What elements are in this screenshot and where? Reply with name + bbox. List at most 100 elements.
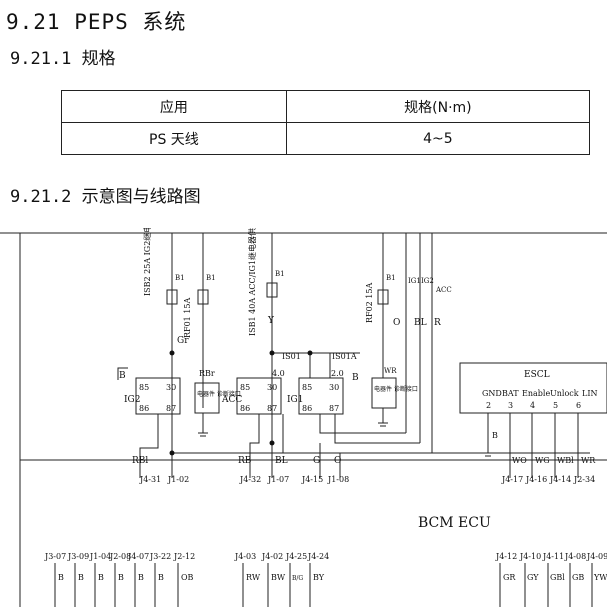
diag-block-left: 电器件 诊断接口: [197, 390, 241, 398]
connector-label: J3-22: [149, 552, 171, 561]
diag-block-mid: 电器件 诊断接口: [374, 385, 418, 393]
wire-rbl: RBl: [132, 456, 148, 466]
voltage-4: 4.0: [272, 369, 285, 378]
relay-pin: 30: [166, 383, 176, 392]
connector-label: J4-16: [525, 475, 547, 484]
relay-pin: 86: [302, 404, 312, 413]
header-application: 应用: [61, 90, 287, 123]
bottom-wire: RW: [246, 573, 261, 582]
wire-ig1: IG1: [408, 277, 421, 285]
table-row: PS 天线 4~5: [61, 122, 591, 155]
connector-label: J4-07: [127, 552, 149, 561]
relay-pin: 30: [267, 383, 277, 392]
wire-bl2: BL: [275, 456, 288, 466]
bottom-wire: B/G: [292, 575, 303, 582]
escl-pin-num: 4: [530, 401, 535, 410]
connector-label: J4-09: [586, 552, 607, 561]
relay-pin: 85: [240, 383, 250, 392]
b1-label-1: B1: [175, 274, 185, 282]
connector-label: J3-09: [67, 552, 89, 561]
is01a-label: IS01A: [332, 352, 357, 361]
fuse-rf02-label: RF02 15A: [365, 283, 374, 323]
wire-b-left: B: [119, 371, 126, 381]
relay-ig1-label: IG1: [287, 395, 303, 405]
cell-application: PS 天线: [61, 122, 287, 155]
wire-bl: BL: [414, 318, 427, 328]
bottom-wire: GB: [572, 573, 584, 582]
spec-table: 应用 规格(N·m) PS 天线 4~5: [61, 90, 591, 155]
connector-label: J4-25: [285, 552, 307, 561]
connector-label: J4-24: [307, 552, 329, 561]
bcm-ecu-label: BCM ECU: [418, 515, 491, 531]
relay-pin: 87: [267, 404, 277, 413]
escl-pin-num: 6: [576, 401, 581, 410]
relay-pin: 87: [329, 404, 339, 413]
bottom-wire: B: [138, 573, 144, 582]
escl-pin: LIN: [582, 389, 597, 398]
connector-label: J4-03: [234, 552, 256, 561]
connector-label: J4-15: [301, 475, 323, 484]
relay-ig2-label: IG2: [124, 395, 140, 405]
escl-pin: Enable: [522, 389, 550, 398]
voltage-2: 2.0: [331, 369, 344, 378]
connector-label: J2-08: [109, 552, 131, 561]
connector-label: J1-02: [167, 475, 189, 484]
wire-rb: RB: [238, 456, 252, 466]
bottom-wire: B: [118, 573, 124, 582]
connector-label: J4-31: [139, 475, 161, 484]
cell-spec: 4~5: [285, 122, 591, 155]
connector-label: J4-02: [261, 552, 283, 561]
table-header-row: 应用 规格(N·m): [61, 90, 591, 123]
wire-gr: Gr: [177, 336, 189, 346]
diagram-heading: 9.21.2 示意图与线路图: [10, 187, 201, 207]
wire-o: O: [393, 318, 400, 328]
wire-wr: WR: [384, 367, 397, 375]
wire-rbr: RBr: [199, 369, 215, 378]
escl-wire: WR: [581, 456, 596, 465]
bottom-wire: OB: [181, 573, 194, 582]
relay-pin: 85: [302, 383, 312, 392]
wire-b-escl: B: [492, 431, 498, 440]
bottom-wire: YW: [593, 573, 607, 582]
fuse-isb1-label: ISB1 40A ACC/IG1继电器供电: [247, 228, 257, 336]
fuse-rf01-label: RF01 15A: [183, 298, 192, 338]
wire-b-mid: B: [352, 373, 359, 383]
connector-label: J1-07: [267, 475, 289, 484]
header-spec: 规格(N·m): [285, 90, 591, 123]
wire-ig2: IG2: [421, 277, 434, 285]
escl-pin: Unlock: [550, 389, 579, 398]
fuse-isb2-label: ISB2 25A IG2继电器供电: [142, 228, 152, 296]
bottom-wire: GY: [527, 573, 539, 582]
connector-label: J3-07: [44, 552, 66, 561]
bottom-wire: B: [158, 573, 164, 582]
escl-wire: WO: [512, 456, 527, 465]
relay-pin: 86: [139, 404, 149, 413]
bottom-wire: BW: [271, 573, 286, 582]
b1-label-3: B1: [275, 270, 285, 278]
connector-label: J2-34: [573, 475, 595, 484]
is01-label: IS01: [282, 352, 301, 361]
wire-acc: ACC: [435, 286, 452, 294]
connector-label: J4-11: [542, 552, 564, 561]
section-title: 9.21 PEPS 系统: [6, 10, 187, 34]
escl-pin: GND: [482, 389, 502, 398]
connector-label: J1-04: [89, 552, 111, 561]
relay-pin: 85: [139, 383, 149, 392]
b1-label-4: B1: [386, 274, 396, 282]
relay-acc-label: ACC: [221, 395, 242, 405]
connector-label: J4-12: [495, 552, 517, 561]
wire-r: R: [434, 318, 441, 328]
connector-label: J4-08: [564, 552, 586, 561]
escl-pin: BAT: [502, 389, 519, 398]
connector-label: J1-08: [327, 475, 349, 484]
wiring-diagram: ISB2 25A IG2继电器供电 RF01 15A ISB1 40A ACC/…: [0, 228, 607, 607]
escl-title: ESCL: [524, 370, 550, 380]
bottom-wire: GBl: [550, 573, 565, 582]
escl-wire: WG: [535, 456, 550, 465]
wire-g: G: [313, 456, 320, 466]
escl-pin-num: 5: [553, 401, 558, 410]
relay-pin: 86: [240, 404, 250, 413]
bottom-wire: B: [58, 573, 64, 582]
wire-o2: O: [334, 456, 341, 466]
connector-label: J4-32: [239, 475, 261, 484]
